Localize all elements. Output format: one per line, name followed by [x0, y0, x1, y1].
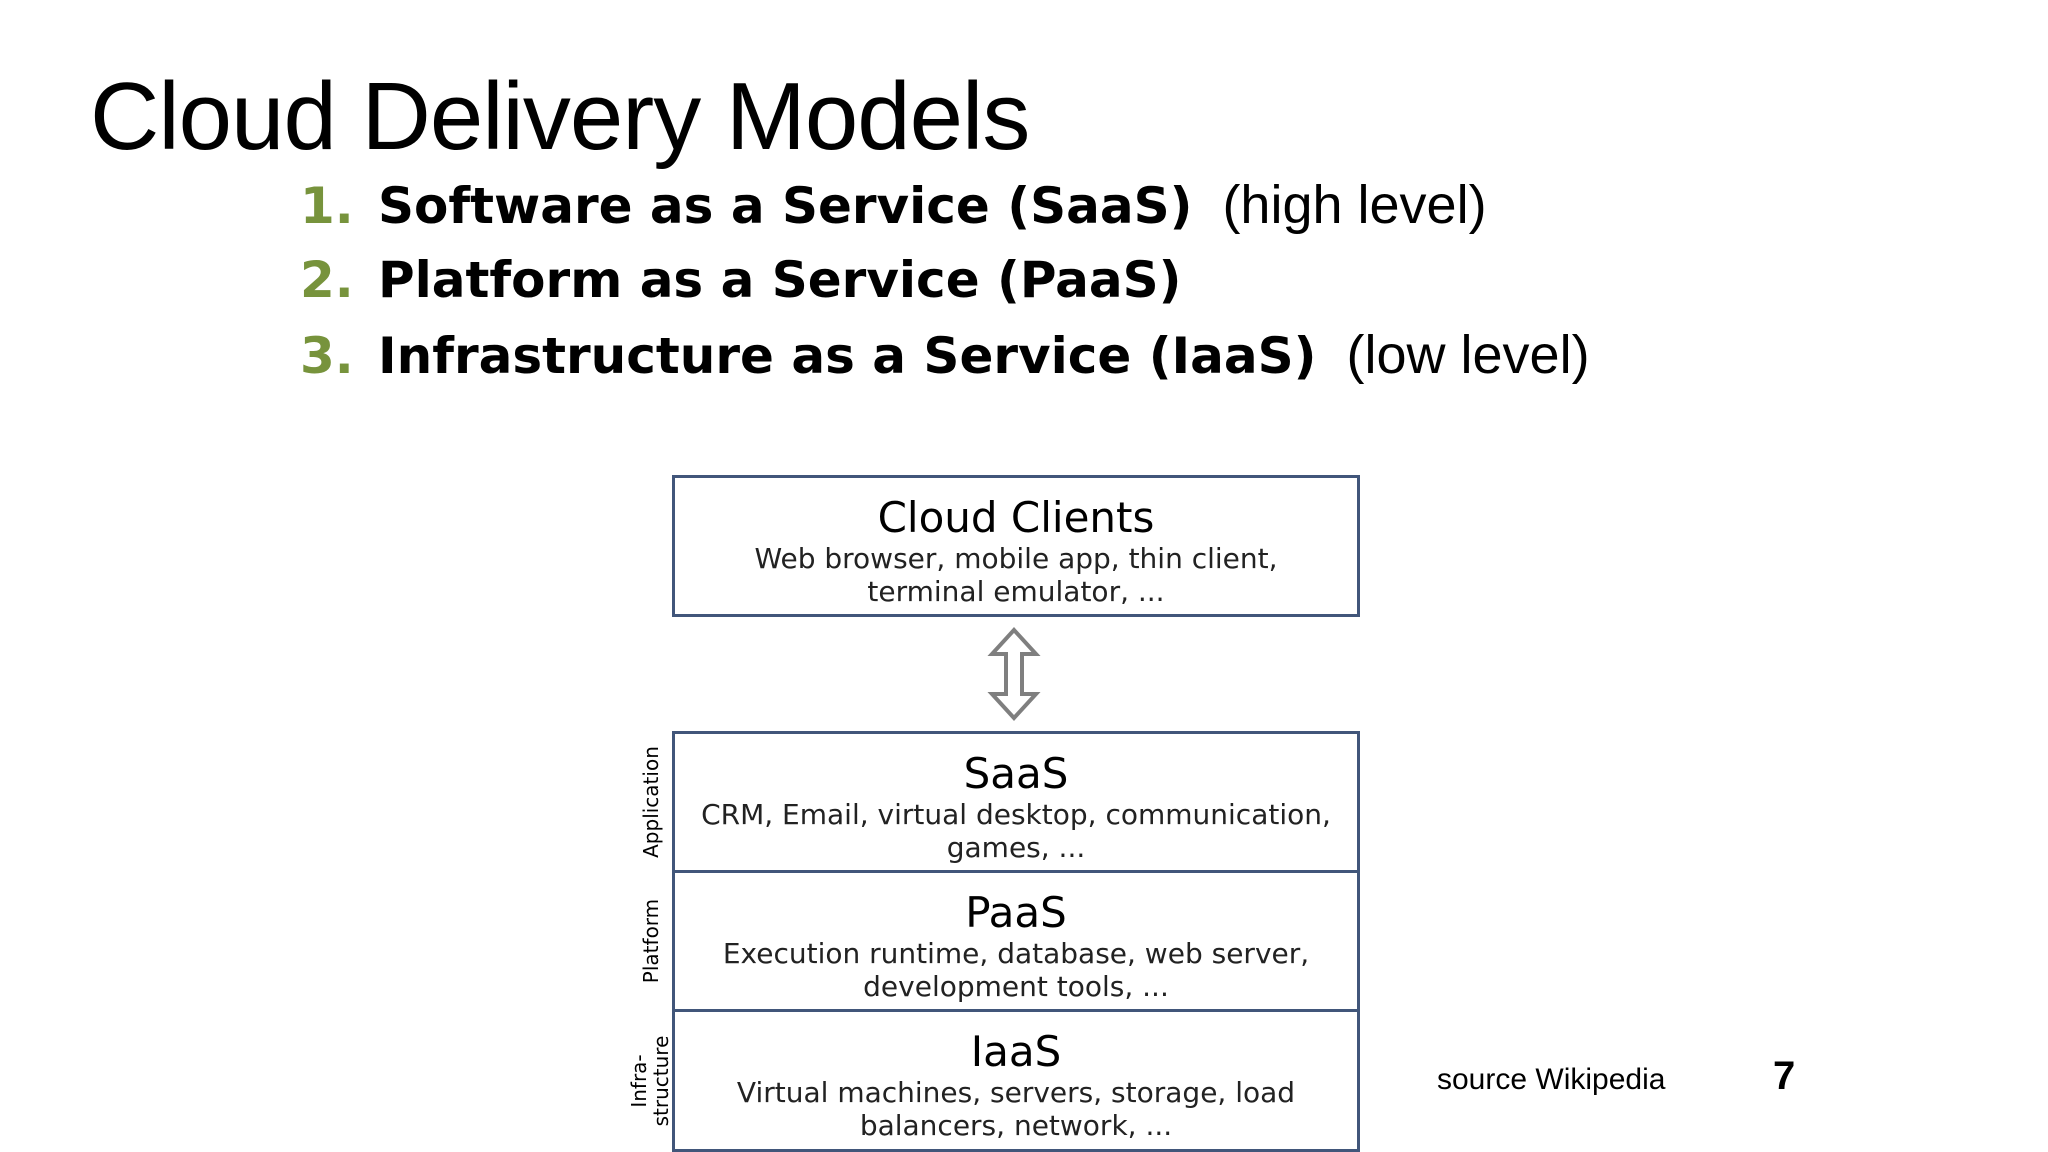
platform-side-label: Platform	[639, 898, 663, 984]
model-level-note: (high level)	[1222, 175, 1487, 235]
iaas-layer-description: Virtual machines, servers, storage, load…	[736, 1076, 1296, 1142]
slide-title: Cloud Delivery Models	[90, 63, 1030, 170]
cloud-clients-title: Cloud Clients	[877, 493, 1155, 542]
saas-layer-title: SaaS	[963, 749, 1069, 798]
list-item-saas: 1. Software as a Service (SaaS) (high leve…	[300, 168, 1590, 243]
source-note: source Wikipedia	[1437, 1063, 1666, 1096]
page-number: 7	[1773, 1054, 1796, 1098]
delivery-model-list: 1. Software as a Service (SaaS) (high leve…	[300, 168, 1590, 393]
paas-layer-box: PaaS Execution runtime, database, web se…	[672, 870, 1360, 1012]
cloud-clients-box: Cloud Clients Web browser, mobile app, t…	[672, 475, 1360, 617]
bidirectional-arrow-icon	[987, 627, 1041, 721]
paas-layer-title: PaaS	[965, 888, 1067, 937]
model-level-note: (low level)	[1346, 325, 1590, 385]
list-item-paas: 2. Platform as a Service (PaaS)	[300, 243, 1590, 318]
model-name: Platform as a Service (PaaS)	[378, 251, 1182, 309]
iaas-layer-title: IaaS	[970, 1027, 1062, 1076]
list-item-iaas: 3. Infrastructure as a Service (IaaS) (low…	[300, 318, 1590, 393]
arrow-shape	[987, 627, 1041, 721]
list-number: 3.	[300, 327, 354, 385]
cloud-clients-description: Web browser, mobile app, thin client, te…	[754, 542, 1278, 608]
paas-layer-description: Execution runtime, database, web server,…	[722, 937, 1310, 1003]
saas-layer-box: SaaS CRM, Email, virtual desktop, commun…	[672, 731, 1360, 873]
list-number: 1.	[300, 177, 354, 235]
model-name: Infrastructure as a Service (IaaS)	[378, 327, 1317, 385]
infrastructure-side-label: Infra- structure	[627, 1035, 673, 1127]
list-number: 2.	[300, 251, 354, 309]
iaas-layer-box: IaaS Virtual machines, servers, storage,…	[672, 1009, 1360, 1152]
model-name: Software as a Service (SaaS)	[378, 177, 1193, 235]
application-side-label: Application	[639, 746, 663, 858]
saas-layer-description: CRM, Email, virtual desktop, communicati…	[701, 798, 1331, 864]
